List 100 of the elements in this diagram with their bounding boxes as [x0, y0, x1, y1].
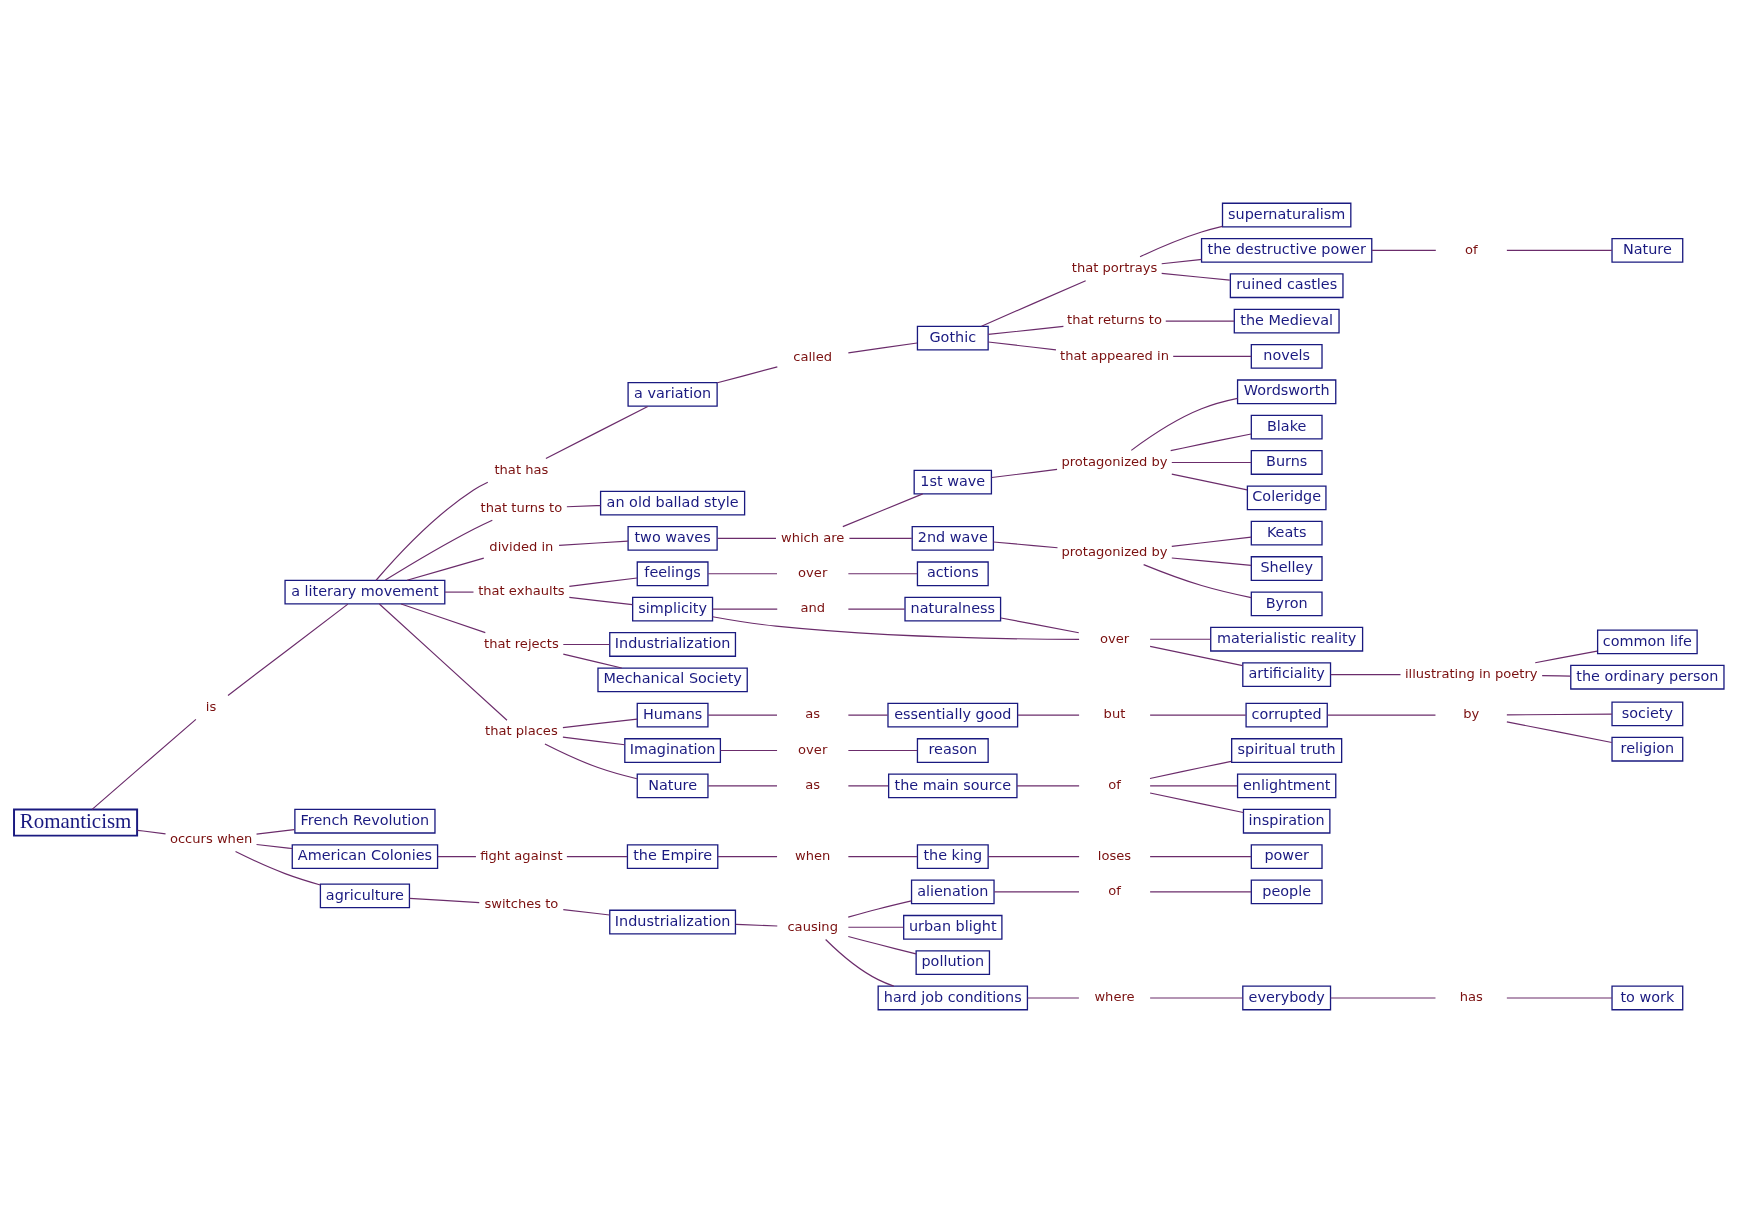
node-text: but — [1103, 706, 1126, 722]
connector — [707, 714, 778, 716]
node-text: divided in — [489, 538, 554, 554]
connector — [558, 540, 629, 546]
node-text: that portrays — [1071, 259, 1158, 275]
connector — [847, 608, 906, 610]
node-text: that has — [494, 461, 549, 477]
connector — [847, 749, 918, 752]
node-box: religion — [1611, 736, 1684, 762]
node-text: called — [793, 349, 833, 365]
connector — [1149, 760, 1232, 780]
node-box: Industrialization — [609, 632, 737, 657]
connector — [562, 653, 623, 669]
node-box: reason — [916, 738, 989, 763]
node-box: feelings — [636, 561, 709, 587]
node-box: essentially good — [887, 702, 1019, 728]
node-box: the Empire — [626, 844, 719, 869]
connector — [716, 537, 777, 539]
node-text: that returns to — [1067, 312, 1162, 328]
connector — [255, 843, 293, 850]
node-box: the main source — [888, 773, 1018, 799]
connector — [1330, 997, 1437, 999]
connector — [716, 366, 778, 384]
connector — [1149, 891, 1252, 893]
node-box: Mechanical Society — [597, 667, 748, 693]
node-text: illustrating in poetry — [1404, 665, 1538, 681]
connector — [987, 341, 1057, 351]
connector — [1143, 564, 1252, 599]
node-box: Industrialization — [609, 909, 737, 935]
connector — [993, 891, 1080, 893]
connector — [1506, 721, 1613, 744]
connector — [980, 280, 1087, 327]
connector — [707, 573, 778, 575]
connector — [848, 537, 913, 539]
connector — [1149, 997, 1244, 999]
node-box: an old ballad style — [599, 490, 746, 516]
node-box: actions — [916, 561, 989, 587]
connector — [408, 897, 480, 904]
connector — [568, 596, 633, 606]
node-box: Byron — [1250, 591, 1323, 617]
node-text: over — [798, 741, 828, 757]
node-box: enlightment — [1236, 773, 1337, 799]
node-box: urban blight — [903, 914, 1003, 940]
node-box: the king — [916, 844, 989, 869]
node-box: society — [1611, 701, 1684, 727]
node-text: protagonized by — [1061, 453, 1168, 469]
connector — [1371, 249, 1437, 251]
connector — [712, 608, 778, 610]
connector — [1330, 674, 1402, 676]
node-box: Nature — [636, 773, 709, 799]
node-box: Gothic — [916, 325, 989, 351]
node-text: protagonized by — [1061, 544, 1168, 560]
node-box: Wordsworth — [1236, 379, 1337, 405]
connector — [1170, 433, 1252, 452]
connector — [1171, 536, 1252, 547]
connector — [227, 603, 349, 696]
node-box: simplicity — [632, 596, 714, 622]
connector — [544, 743, 638, 780]
connector — [1506, 713, 1613, 716]
node-box: the Medieval — [1233, 308, 1340, 334]
connector — [847, 926, 905, 928]
connector — [1027, 997, 1080, 999]
connector — [1139, 225, 1223, 258]
node-text: that exhaults — [478, 583, 565, 599]
connector — [375, 481, 489, 581]
node-text: switches to — [484, 896, 559, 912]
connector — [1000, 617, 1080, 634]
connector — [545, 405, 649, 460]
connector — [444, 591, 475, 593]
connector — [987, 325, 1064, 336]
connector — [562, 909, 611, 916]
node-box: alienation — [910, 879, 995, 905]
node-box: inspiration — [1242, 808, 1331, 834]
connector — [91, 718, 197, 810]
connector — [707, 785, 778, 787]
connector — [1171, 461, 1252, 464]
connector — [992, 541, 1059, 549]
connector — [1326, 714, 1437, 716]
connector — [1149, 645, 1244, 667]
node-box: Burns — [1250, 450, 1323, 475]
node-text: has — [1459, 989, 1483, 1005]
connector — [1149, 856, 1252, 858]
connector — [1149, 638, 1212, 640]
node-text: that places — [485, 723, 558, 739]
connector — [406, 557, 485, 581]
connector — [1149, 714, 1247, 716]
node-box: corrupted — [1245, 702, 1328, 728]
connector — [847, 342, 918, 354]
node-box: artificiality — [1242, 662, 1332, 688]
connector — [1149, 792, 1244, 814]
connector — [562, 718, 638, 729]
connector — [1161, 272, 1231, 281]
connector — [825, 938, 895, 987]
node-text: when — [795, 847, 831, 863]
connector — [562, 736, 626, 746]
node-box: the ordinary person — [1570, 664, 1725, 690]
node-box: spiritual truth — [1231, 738, 1343, 763]
connector — [400, 603, 486, 634]
node-box: power — [1250, 844, 1323, 869]
node-text: by — [1463, 706, 1480, 722]
